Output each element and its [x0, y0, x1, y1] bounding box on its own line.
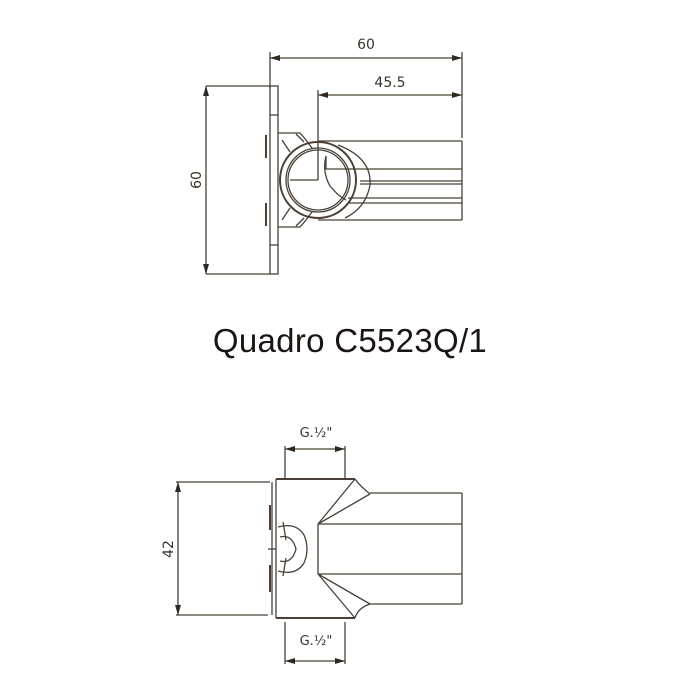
product-title: Quadro C5523Q/1 — [212, 322, 488, 359]
dimension-thread-top: G.½" — [284, 426, 346, 478]
dim-label-42: 42 — [161, 540, 177, 558]
body-bottom-view — [275, 478, 463, 619]
bottom-view: G.½" 42 — [161, 426, 463, 664]
dim-label-60-width: 60 — [357, 37, 375, 53]
dimension-height: 60 — [189, 85, 270, 275]
wall-plate — [269, 85, 279, 275]
pipe-circle — [279, 141, 357, 219]
dim-label-60-height: 60 — [189, 171, 205, 189]
dim-label-thread-top: G.½" — [300, 426, 333, 441]
dim-label-thread-bottom: G.½" — [300, 634, 333, 649]
dimension-thread-bottom: G.½" — [284, 622, 346, 664]
dim-label-45-5: 45.5 — [374, 75, 405, 91]
dimension-height-42: 42 — [161, 481, 270, 616]
dimension-body-width: 45.5 — [317, 75, 462, 180]
body-top-view — [318, 140, 463, 221]
dimension-overall-width: 60 — [269, 37, 463, 138]
top-view: 60 45.5 60 — [189, 37, 463, 275]
